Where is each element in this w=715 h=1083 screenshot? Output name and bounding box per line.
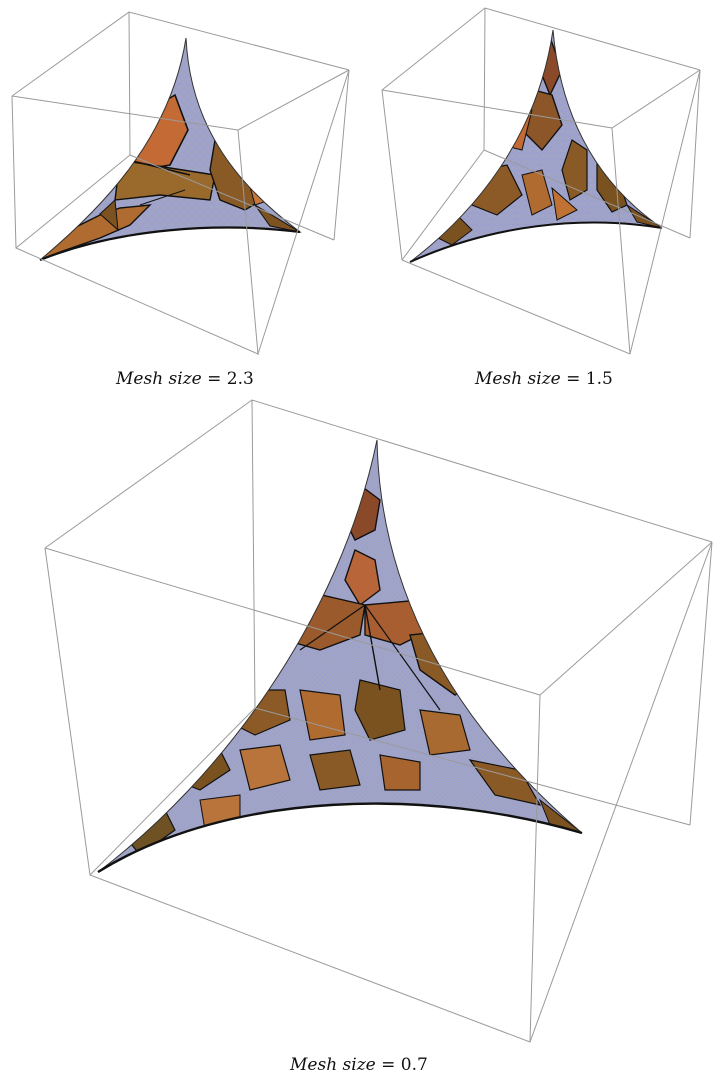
caption-label: Mesh size	[290, 1055, 376, 1075]
bounding-box-front	[381, 69, 701, 355]
bounding-box-back	[11, 11, 350, 156]
surface-panel-mesh-1-5	[372, 0, 715, 360]
caption-label: Mesh size	[116, 369, 202, 389]
surface-plot-mesh-1-5	[381, 7, 701, 355]
brown-patch	[468, 759, 542, 806]
caption-value: = 0.7	[381, 1055, 428, 1075]
surface-mesh	[39, 37, 302, 262]
bounding-box-front	[11, 69, 350, 355]
orange-patch	[419, 709, 471, 756]
caption-mesh-1-5: Mesh size = 1.5	[475, 369, 613, 389]
bounding-box-back	[44, 399, 713, 709]
surface-panel-mesh-0-7	[0, 390, 715, 1050]
caption-mesh-0-7: Mesh size = 0.7	[290, 1055, 428, 1075]
brown-patch	[99, 198, 119, 232]
orange-patch	[239, 744, 291, 791]
caption-label: Mesh size	[475, 369, 561, 389]
brown-patch	[561, 139, 588, 201]
surface-plot-mesh-2-3	[11, 11, 350, 355]
caption-value: = 1.5	[566, 369, 613, 389]
surface-mesh	[97, 439, 583, 874]
orange-patch	[299, 689, 346, 741]
caption-mesh-2-3: Mesh size = 2.3	[116, 369, 254, 389]
brown-patch	[309, 749, 361, 791]
surface-mesh	[409, 29, 663, 263]
orange-patch	[344, 549, 381, 607]
bounding-box-front	[44, 541, 713, 1043]
bounding-box-back	[381, 7, 701, 151]
brown-patch	[354, 679, 406, 741]
caption-value: = 2.3	[207, 369, 254, 389]
orange-patch	[364, 599, 442, 646]
surface-plot-mesh-0-7	[44, 399, 713, 1043]
surface-panel-mesh-2-3	[0, 0, 360, 360]
orange-patch	[469, 679, 501, 721]
orange-patch	[379, 754, 421, 791]
orange-patch	[551, 186, 578, 221]
